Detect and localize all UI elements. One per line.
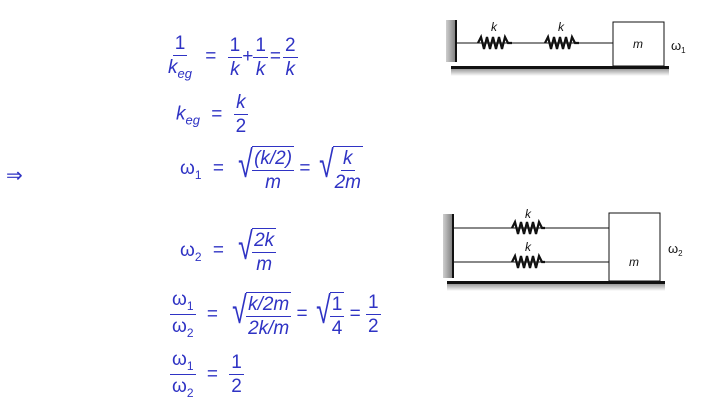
- denominator-subscript: eg: [177, 66, 192, 81]
- numerator: 1: [366, 292, 381, 315]
- term2-fraction: 1 k: [253, 36, 268, 79]
- denominator-base: k: [168, 57, 178, 78]
- equals-sign: =: [206, 363, 218, 385]
- implies-arrow: ⇒: [6, 165, 23, 187]
- numerator: k/2m: [246, 293, 292, 317]
- equals-sign: =: [211, 103, 223, 125]
- equals-sign: =: [206, 303, 218, 325]
- spring-2: [544, 33, 579, 50]
- lhs-subscript: 2: [194, 250, 202, 265]
- denominator: 2k/m: [248, 317, 290, 339]
- mass-label: m: [633, 37, 643, 51]
- subscript: 2: [186, 326, 194, 340]
- subscript: 2: [186, 386, 194, 400]
- plus-sign: +: [242, 46, 254, 68]
- equation-keq: keg = k 2: [176, 93, 248, 136]
- denominator: k: [255, 58, 266, 80]
- lhs-omega: ω: [180, 158, 195, 180]
- wall: [446, 20, 456, 62]
- denominator: 4: [331, 317, 343, 339]
- lhs-subscript: eg: [185, 112, 200, 128]
- omega: ω: [172, 289, 187, 310]
- lhs-fraction: 1 keg: [166, 34, 194, 80]
- diagram-series-springs: k k m ω1: [446, 20, 686, 76]
- denominator: m: [256, 254, 273, 275]
- frequency-label: ω1: [671, 38, 686, 55]
- result-fraction: 2 k: [283, 36, 298, 79]
- equation-keq-reciprocal: 1 keg = 1 k + 1 k = 2 k: [166, 34, 298, 80]
- mass-block: [612, 21, 665, 67]
- result-fraction: k 2: [234, 93, 249, 136]
- lhs-base: k: [176, 103, 186, 125]
- omega: ω: [172, 376, 187, 397]
- lhs-omega: ω: [180, 240, 195, 262]
- subscript: 1: [186, 299, 194, 313]
- sqrt-1: √(k/2)m: [238, 144, 295, 193]
- floor: [447, 281, 665, 284]
- numerator: 2k: [252, 230, 277, 253]
- spring-1-label: k: [491, 20, 498, 34]
- floor-shadow: [447, 284, 665, 291]
- mass-block: [608, 212, 661, 282]
- floor: [451, 66, 669, 69]
- denominator: k: [230, 58, 240, 80]
- subscript: 1: [186, 359, 194, 373]
- equals-sign: =: [205, 46, 217, 68]
- diagram-parallel-springs: k k m ω2: [443, 207, 683, 291]
- numerator: 1: [172, 33, 188, 56]
- denominator: 2m: [334, 172, 361, 193]
- spring-2-label: k: [558, 20, 565, 34]
- numerator: k: [341, 148, 355, 171]
- lhs-ratio: ω1 ω2: [170, 290, 196, 339]
- denominator: 2: [368, 316, 379, 337]
- mass-label: m: [629, 255, 639, 269]
- numerator: 1: [229, 352, 244, 375]
- denominator: 2: [231, 376, 242, 397]
- spring-2-label: k: [525, 240, 532, 254]
- denominator: m: [265, 172, 281, 193]
- equals-sign: =: [212, 158, 224, 180]
- lhs-subscript: 1: [194, 168, 202, 183]
- denominator: 2: [235, 116, 247, 137]
- equals-sign: =: [212, 240, 224, 262]
- equals-sign: =: [349, 303, 361, 325]
- omega: ω: [172, 316, 187, 337]
- numerator: 1: [227, 34, 243, 58]
- numerator: k: [234, 92, 248, 115]
- wall: [443, 214, 453, 278]
- lhs-ratio: ω1 ω2: [170, 350, 196, 399]
- equals-sign: =: [299, 158, 311, 180]
- term1-fraction: 1 k: [227, 34, 243, 80]
- numerator: 1: [253, 34, 268, 58]
- spring-1: [511, 218, 545, 235]
- equals-sign: =: [269, 46, 282, 68]
- omega: ω: [172, 349, 187, 370]
- numerator: 2: [283, 34, 298, 58]
- spring-2: [511, 252, 545, 269]
- equals-sign: =: [296, 303, 308, 325]
- spring-1: [477, 33, 512, 50]
- denominator: k: [285, 58, 296, 80]
- numerator: 1: [329, 293, 345, 317]
- numerator: (k/2): [252, 148, 295, 171]
- frequency-label: ω2: [668, 241, 683, 258]
- spring-1-label: k: [525, 207, 532, 221]
- floor-shadow: [451, 69, 669, 76]
